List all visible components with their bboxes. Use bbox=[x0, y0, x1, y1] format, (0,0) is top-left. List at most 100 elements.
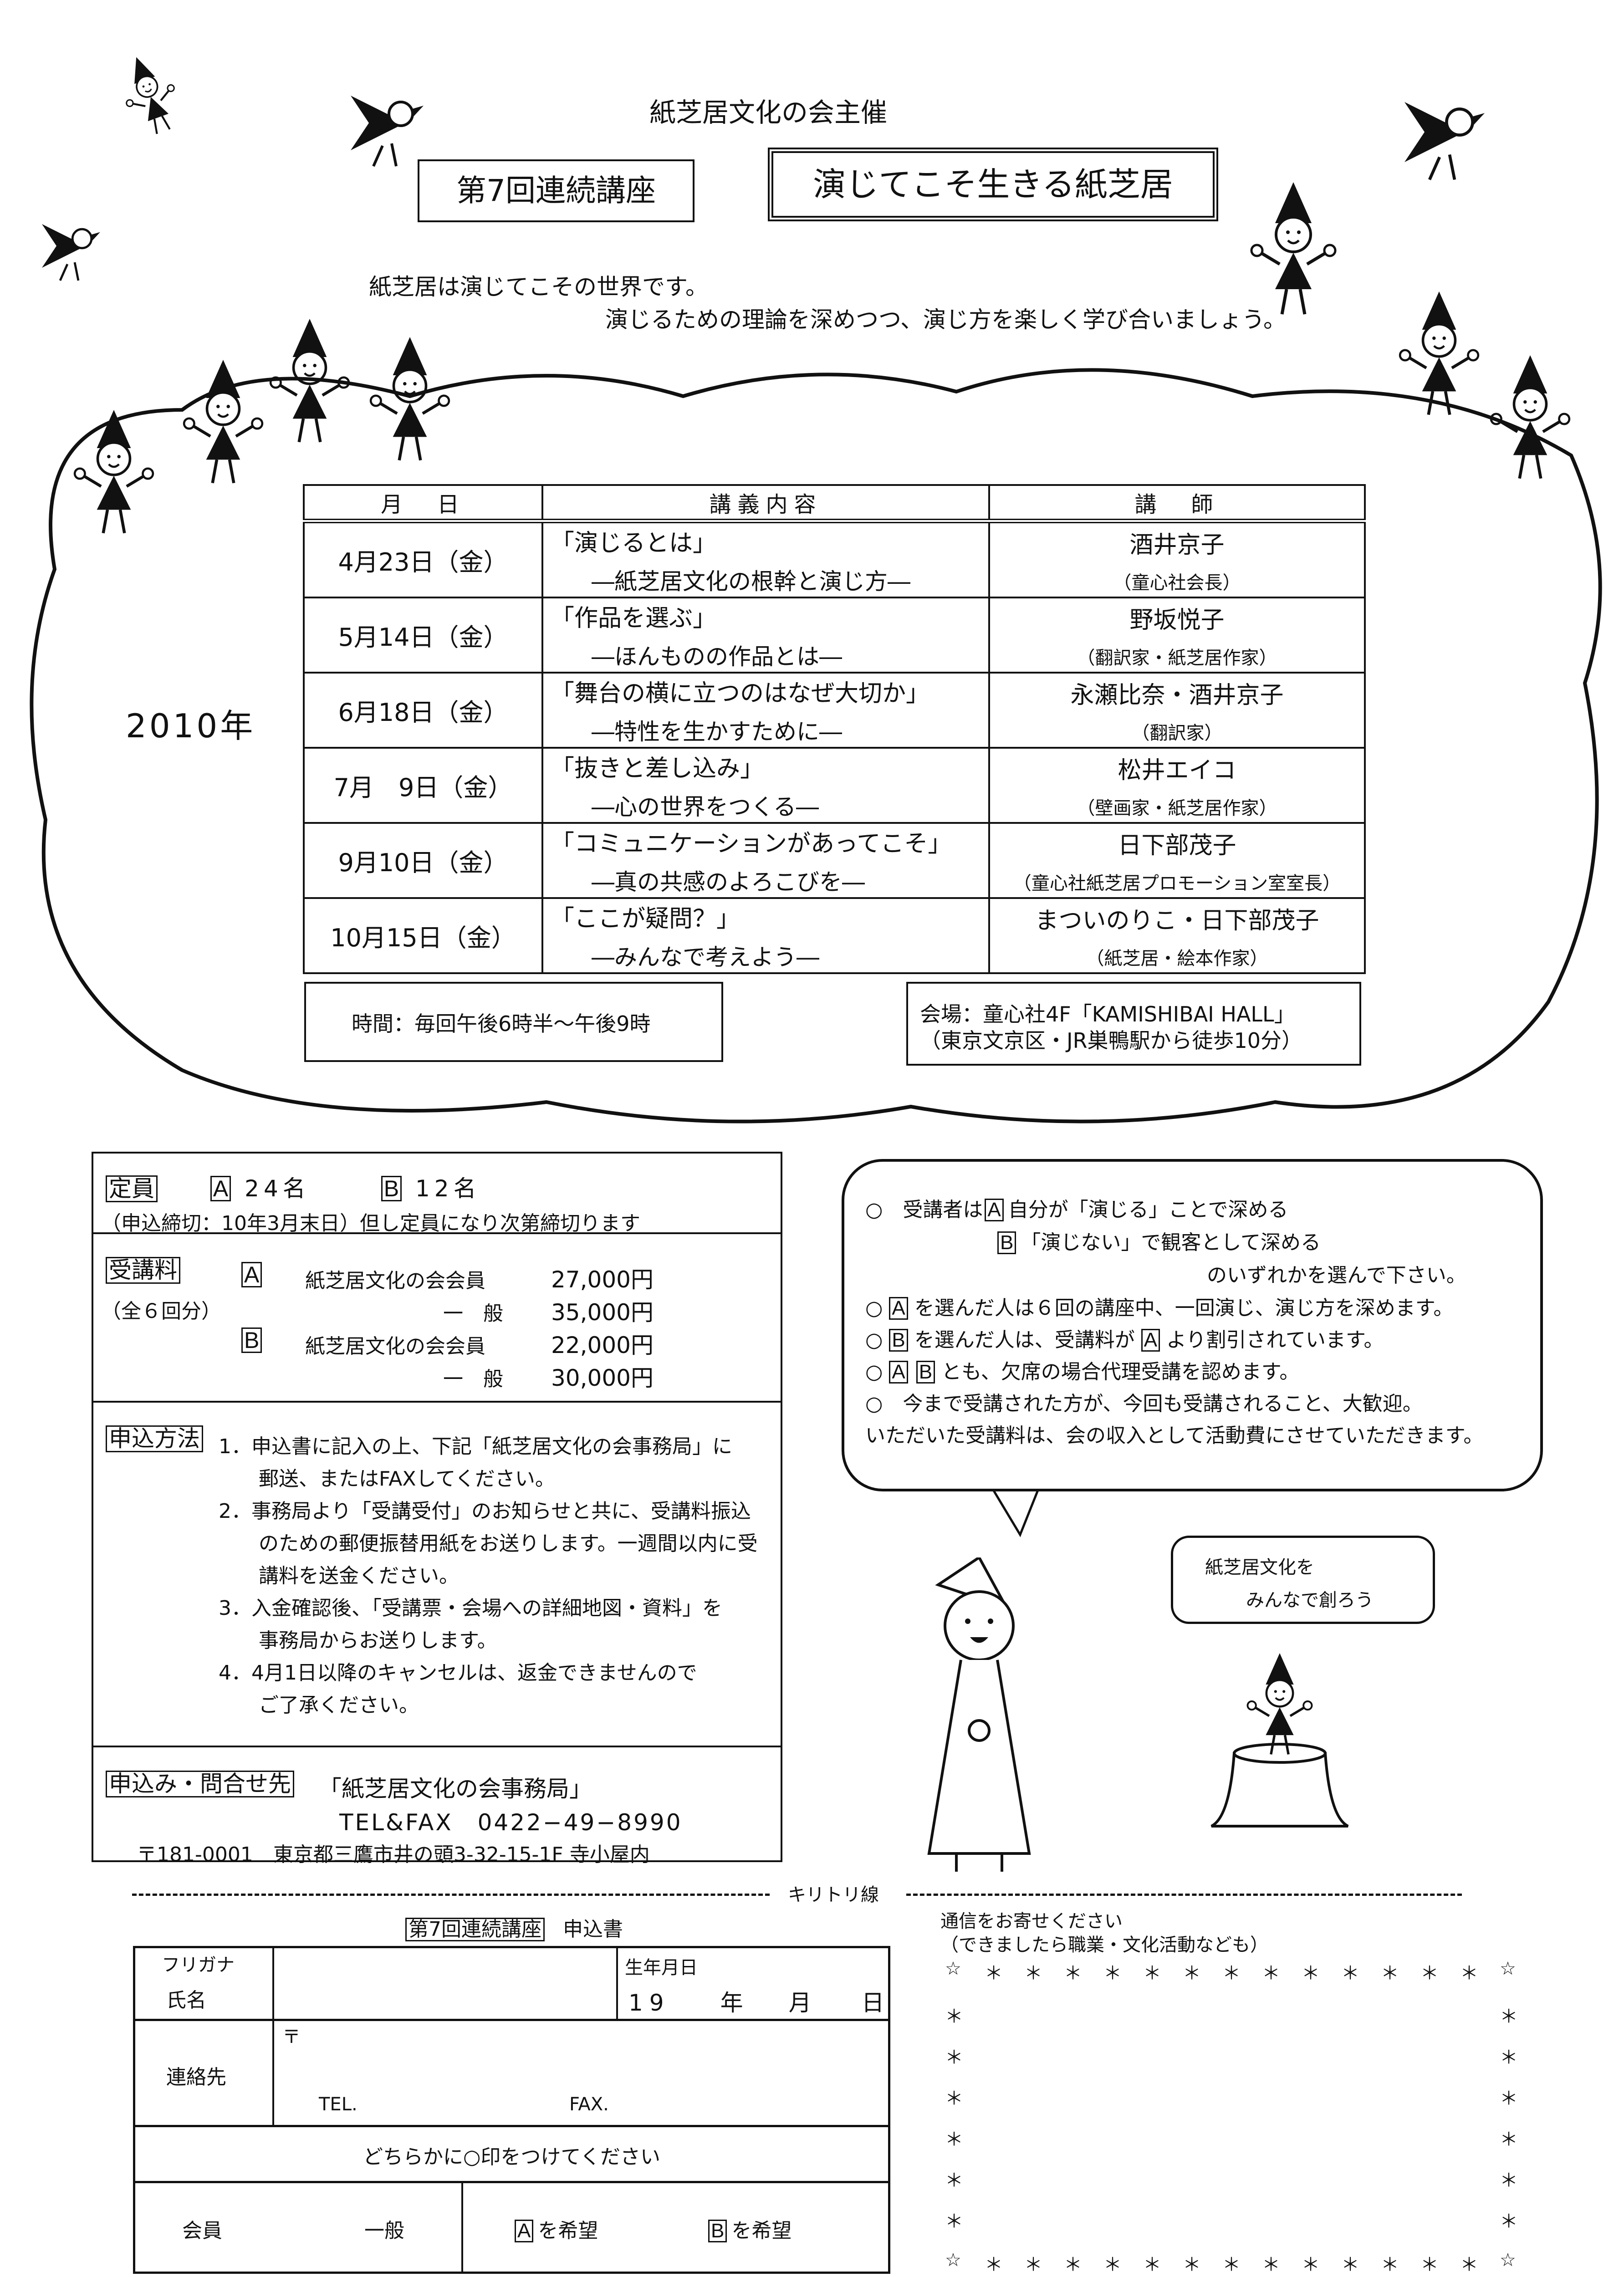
lecturer-name: 酒井京子 bbox=[1129, 531, 1225, 559]
column-header-lecturer: 講 師 bbox=[988, 484, 1366, 523]
session-date: 7月 9日（金） bbox=[303, 747, 543, 824]
star-border-mark: ＊ bbox=[1222, 2254, 1241, 2275]
star-border-mark: ＊ bbox=[1500, 2129, 1518, 2150]
capacity-label: 定員 bbox=[106, 1175, 158, 1202]
star-border-mark: ＊ bbox=[1064, 1963, 1082, 1984]
star-border-mark: ☆ bbox=[945, 2250, 961, 2271]
session-topic: 「ここが疑問？」 ―みんなで考えよう― bbox=[541, 897, 990, 974]
star-border-mark: ＊ bbox=[1500, 2047, 1518, 2068]
star-border-mark: ＊ bbox=[945, 2006, 963, 2027]
star-border-mark: ☆ bbox=[945, 1958, 961, 1979]
topic-title: 「ここが疑問？」 bbox=[551, 905, 741, 933]
method-line: 1．申込書に記入の上、下記「紙芝居文化の会事務局」に bbox=[219, 1435, 732, 1458]
venue-line-1: 会場：童心社4F「KAMISHIBAI HALL」 bbox=[920, 1002, 1295, 1026]
method-line: のための郵便振替用紙をお送りします。一週間以内に受 bbox=[219, 1532, 758, 1555]
lecturer-name: 日下部茂子 bbox=[1118, 832, 1236, 859]
contact-input[interactable] bbox=[274, 2022, 889, 2124]
star-border-mark: ＊ bbox=[945, 2211, 963, 2232]
star-border-mark: ＊ bbox=[1460, 2254, 1478, 2275]
star-border-mark: ＊ bbox=[945, 2047, 963, 2068]
time-box: 時間：毎回午後6時半～午後9時 bbox=[304, 982, 723, 1062]
session-date: 6月18日（金） bbox=[303, 672, 543, 749]
schedule-table: 月 日 講義内容 講 師 4月23日（金） 「演じるとは」―紙芝居文化の根幹と演… bbox=[303, 484, 1366, 974]
lecturer-role: （童心社会長） bbox=[1113, 572, 1241, 593]
topic-subtitle: ―ほんものの作品とは― bbox=[592, 643, 842, 670]
comment-area[interactable] bbox=[961, 1986, 1485, 2250]
topic-title: 「舞台の横に立つのはなぜ大切か」 bbox=[551, 680, 930, 707]
fee-course-badge: B bbox=[241, 1327, 262, 1353]
star-border-mark: ＊ bbox=[1420, 1963, 1439, 1984]
fee-type: 一 般 bbox=[443, 1302, 503, 1325]
intro-line-2: 演じるための理論を深めつつ、演じ方を楽しく学び合いましょう。 bbox=[605, 306, 1286, 333]
star-border-mark: ＊ bbox=[1143, 2254, 1161, 2275]
method-line: 3．入金確認後、「受講票・会場への詳細地図・資料」を bbox=[219, 1597, 722, 1620]
star-border-mark: ＊ bbox=[1064, 2254, 1082, 2275]
fee-type: 一 般 bbox=[443, 1368, 503, 1391]
session-date: 4月23日（金） bbox=[303, 520, 543, 598]
star-border-mark: ＊ bbox=[1341, 1963, 1359, 1984]
session-lecturer: まついのりこ・日下部茂子（紙芝居・絵本作家） bbox=[988, 897, 1366, 974]
star-border-mark: ＊ bbox=[1262, 1963, 1280, 1984]
contact-org: 「紙芝居文化の会事務局」 bbox=[319, 1776, 592, 1802]
star-border-mark: ＊ bbox=[1341, 2254, 1359, 2275]
note-8: いただいた受講料は、会の収入として活動費にさせていただきます。 bbox=[865, 1424, 1484, 1447]
note-7: ○ 今まで受講された方が、今回も受講されること、大歓迎。 bbox=[865, 1392, 1423, 1415]
intro-line-1: 紙芝居は演じてこその世界です。 bbox=[369, 274, 708, 300]
star-border-mark: ＊ bbox=[1183, 1963, 1201, 1984]
session-topic: 「演じるとは」 ―紙芝居文化の根幹と演じ方― bbox=[541, 520, 990, 598]
venue-box: 会場：童心社4F「KAMISHIBAI HALL」 （東京文京区・JR巣鴨駅から… bbox=[906, 982, 1361, 1066]
topic-title: 「作品を選ぶ」 bbox=[551, 605, 717, 632]
topic-subtitle: ―紙芝居文化の根幹と演じ方― bbox=[592, 568, 910, 595]
series-label: 第7回連続講座 bbox=[418, 159, 695, 222]
form-title: 第7回連続講座申込書 bbox=[405, 1913, 623, 1942]
schedule-row: 5月14日（金） 「作品を選ぶ」―ほんものの作品とは― 野坂悦子（翻訳家・紙芝居… bbox=[303, 597, 1366, 674]
topic-subtitle: ―真の共感のよろこびを― bbox=[592, 869, 865, 895]
star-border-mark: ＊ bbox=[945, 2129, 963, 2150]
lecturer-role: （翻訳家・紙芝居作家） bbox=[1077, 648, 1277, 669]
star-border-mark: ＊ bbox=[1500, 2211, 1518, 2232]
note-3: のいずれかを選んで下さい。 bbox=[1207, 1264, 1466, 1287]
option-member[interactable]: 会員 bbox=[182, 2219, 222, 2242]
method-line: 郵送、またはFAXしてください。 bbox=[219, 1467, 555, 1491]
method-line: ご了承ください。 bbox=[219, 1694, 419, 1717]
fee-label-box: 受講料 bbox=[106, 1257, 185, 1284]
fee-note: （全６回分） bbox=[101, 1300, 221, 1323]
lecturer-name: まついのりこ・日下部茂子 bbox=[1035, 907, 1319, 934]
method-label: 申込方法 bbox=[106, 1425, 203, 1452]
furigana-label: フリガナ bbox=[162, 1955, 235, 1976]
star-border-mark: ＊ bbox=[1381, 2254, 1399, 2275]
schedule-row: 10月15日（金） 「ここが疑問？」―みんなで考えよう― まついのりこ・日下部茂… bbox=[303, 897, 1366, 974]
schedule-row: 7月 9日（金） 「抜きと差し込み」―心の世界をつくる― 松井エイコ（壁画家・紙… bbox=[303, 747, 1366, 824]
lecturer-name: 永瀬比奈・酒井京子 bbox=[1070, 682, 1284, 709]
star-border-mark: ＊ bbox=[1262, 2254, 1280, 2275]
postal-mark: 〒 bbox=[282, 2027, 301, 2047]
name-input[interactable] bbox=[274, 1948, 615, 2019]
topic-subtitle: ―心の世界をつくる― bbox=[592, 794, 819, 820]
topic-subtitle: ―特性を生かすために― bbox=[592, 719, 842, 745]
star-border-mark: ＊ bbox=[1143, 1963, 1161, 1984]
topic-title: 「演じるとは」 bbox=[551, 530, 717, 557]
tel-label: TEL. bbox=[319, 2094, 357, 2115]
fee-type: 紙芝居文化の会会員 bbox=[305, 1269, 485, 1292]
option-general[interactable]: 一般 bbox=[364, 2219, 404, 2242]
topic-subtitle: ―みんなで考えよう― bbox=[592, 944, 819, 970]
name-label: 氏名 bbox=[166, 1989, 206, 2012]
star-border-mark: ＊ bbox=[1103, 2254, 1122, 2275]
fee-amount: 35,000円 bbox=[551, 1299, 654, 1326]
speech-bubble: 紙芝居文化を みんなで創ろう bbox=[1171, 1536, 1435, 1624]
star-border-mark: ＊ bbox=[1420, 2254, 1439, 2275]
speech-line-2: みんなで創ろう bbox=[1246, 1590, 1374, 1611]
method-line: 事務局からお送りします。 bbox=[219, 1629, 497, 1652]
session-topic: 「抜きと差し込み」―心の世界をつくる― bbox=[541, 747, 990, 824]
session-lecturer: 酒井京子 （童心社会長） bbox=[988, 520, 1366, 598]
course-b-badge: B bbox=[381, 1176, 402, 1201]
session-lecturer: 松井エイコ（壁画家・紙芝居作家） bbox=[988, 747, 1366, 824]
capacity-b-value: 12名 bbox=[415, 1175, 481, 1202]
lecturer-role: （童心社紙芝居プロモーション室室長） bbox=[1013, 873, 1341, 894]
contact-label: 申込み・問合せ先 bbox=[106, 1771, 294, 1797]
